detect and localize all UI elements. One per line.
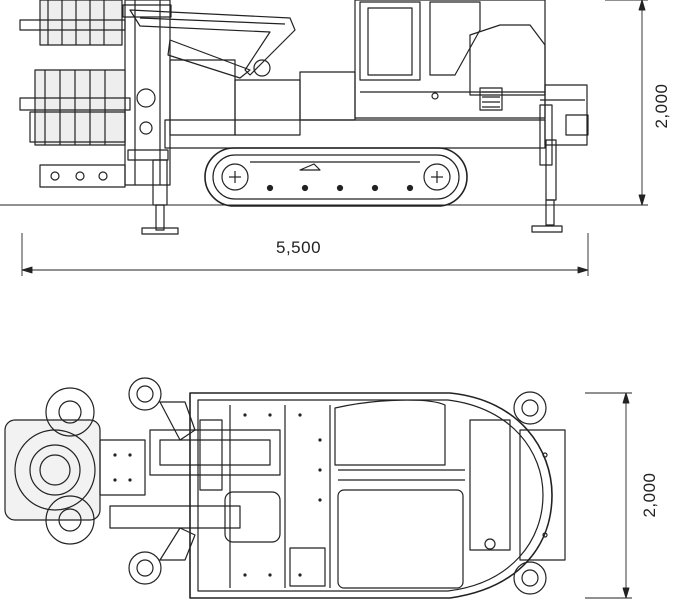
rear-outrigger — [531, 84, 589, 233]
mast-frame — [124, 0, 171, 186]
side-view — [0, 0, 610, 235]
boom-arm — [122, 4, 296, 79]
operator-cab — [359, 1, 546, 111]
crawler-track — [204, 147, 468, 207]
top-width-label: 2,000 — [640, 472, 659, 518]
cutter-head — [19, 0, 131, 188]
top-dimensions — [585, 392, 632, 599]
side-length-label: 5,500 — [276, 238, 322, 257]
side-height-label: 2,000 — [652, 83, 671, 129]
top-view — [4, 377, 566, 599]
side-dimensions — [21, 0, 648, 276]
